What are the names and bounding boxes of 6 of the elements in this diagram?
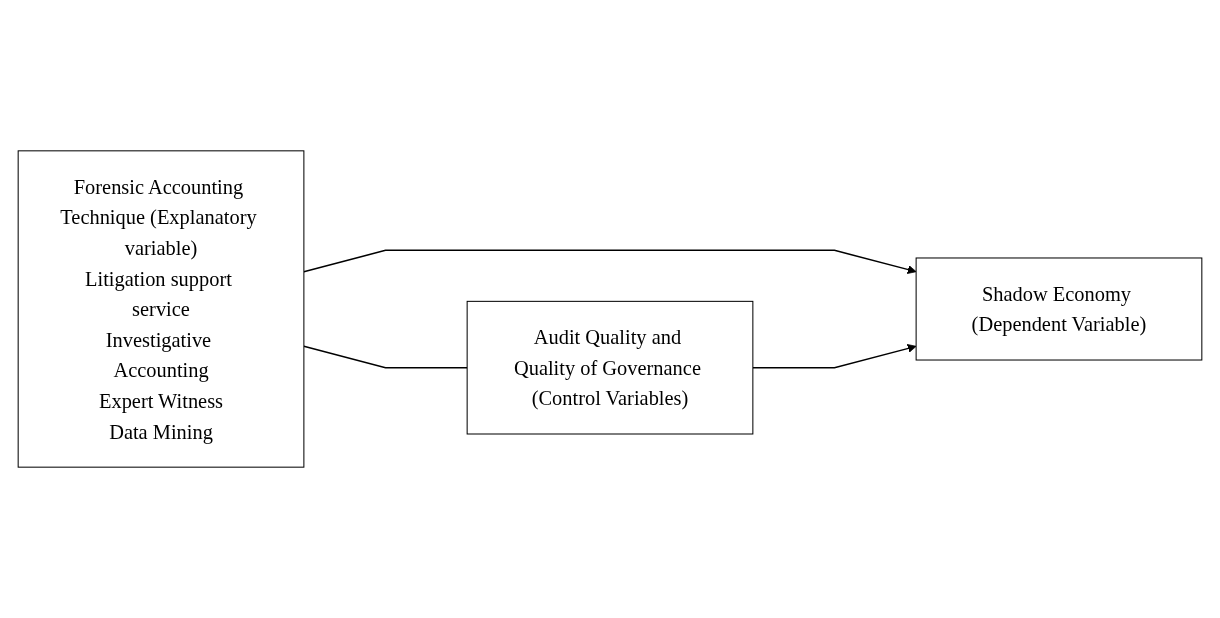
node-box: Shadow Economy (Dependent Variable) (915, 257, 1203, 361)
node-box: Audit Quality and Quality of Governance (Control Variables) (466, 300, 754, 435)
arrow (303, 249, 917, 274)
connector (303, 345, 468, 369)
node-box: Forensic Accounting Technique (Explanatory variable) Litigation support service Investigative Accounting Expert Witness Data Mining (17, 150, 305, 468)
arrow (752, 344, 917, 369)
